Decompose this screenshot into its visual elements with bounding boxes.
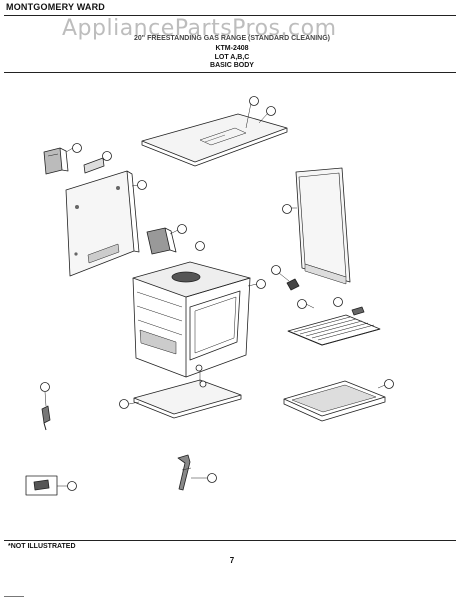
base-pan xyxy=(133,379,242,419)
leader-line xyxy=(377,384,386,389)
callout-marker xyxy=(384,379,394,389)
bracket-part xyxy=(43,147,69,175)
oven-rack xyxy=(287,314,381,346)
section-title: BASIC BODY xyxy=(210,62,254,69)
watermark: AppliancePartsPros.com xyxy=(62,16,337,41)
top-divider xyxy=(4,15,456,16)
leader-line xyxy=(278,272,290,282)
leader-line xyxy=(245,102,252,129)
callout-marker xyxy=(249,96,259,106)
callout-marker xyxy=(102,151,112,161)
callout-marker xyxy=(282,204,292,214)
corner-mark xyxy=(4,596,24,597)
header-divider xyxy=(4,72,456,73)
leader-line xyxy=(169,229,179,235)
leader-line xyxy=(128,401,140,405)
callout-marker xyxy=(256,279,266,289)
rack-support xyxy=(351,306,365,316)
range-cabinet xyxy=(132,261,251,378)
model-number: KTM-2408 xyxy=(215,45,249,52)
callout-marker xyxy=(297,299,307,309)
leader-line xyxy=(305,303,315,309)
leveling-leg xyxy=(41,405,51,431)
callout-marker xyxy=(137,180,147,190)
callout-marker xyxy=(72,143,82,153)
callout-marker xyxy=(40,382,50,392)
callout-marker xyxy=(119,399,129,409)
page-number: 7 xyxy=(229,556,235,565)
anti-tip-bracket xyxy=(177,454,192,491)
callout-marker xyxy=(266,106,276,116)
callout-marker xyxy=(271,265,281,275)
top-panel xyxy=(141,113,288,167)
broiler-drawer xyxy=(283,380,386,422)
rear-panel xyxy=(65,157,140,277)
footer-divider xyxy=(4,540,456,541)
callout-marker xyxy=(207,473,217,483)
callout-marker xyxy=(333,297,343,307)
footnote: *NOT ILLUSTRATED xyxy=(8,543,76,550)
leader-line xyxy=(131,184,139,187)
small-part-box xyxy=(25,475,58,496)
callout-marker xyxy=(195,364,203,372)
leader-line xyxy=(44,391,47,407)
small-knob xyxy=(286,278,300,291)
side-panel xyxy=(295,167,351,285)
leader-line xyxy=(247,283,258,287)
callout-marker xyxy=(199,380,207,388)
leader-line xyxy=(258,112,269,124)
callout-marker xyxy=(67,481,77,491)
brand-name: MONTGOMERY WARD xyxy=(6,2,105,12)
burner-box-assembly xyxy=(146,227,177,255)
lot-label: LOT A,B,C xyxy=(214,54,250,61)
leader-line xyxy=(65,147,74,153)
callout-marker xyxy=(195,241,205,251)
diagram-title: 20" FREESTANDING GAS RANGE (STANDARD CLE… xyxy=(134,35,330,42)
callout-marker xyxy=(177,224,187,234)
